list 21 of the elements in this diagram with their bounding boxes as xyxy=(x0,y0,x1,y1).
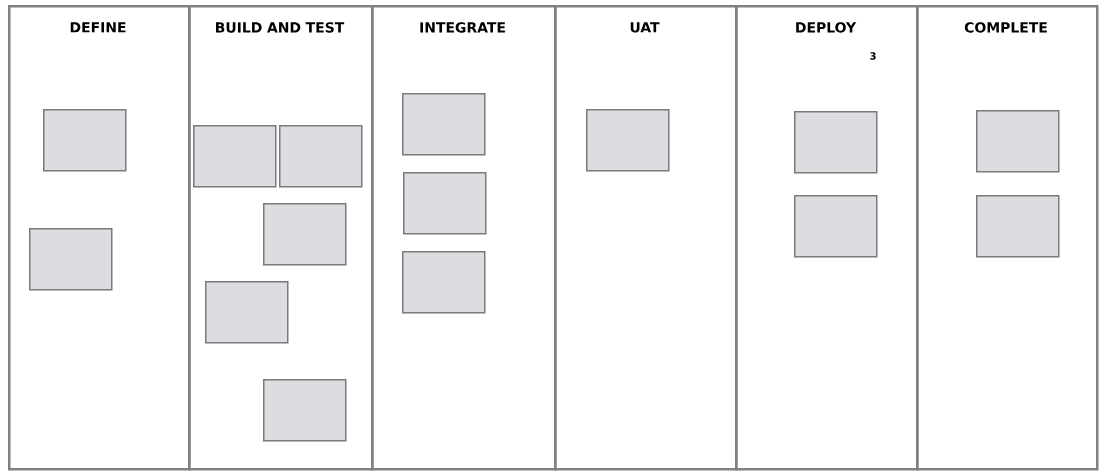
sticky-note xyxy=(263,379,347,442)
board-column: INTEGRATE xyxy=(371,5,557,471)
sticky-note xyxy=(43,109,127,172)
sticky-note xyxy=(976,110,1060,173)
sticky-note xyxy=(403,172,487,235)
sticky-note xyxy=(279,125,363,188)
board-column: UAT xyxy=(554,5,738,471)
sticky-note xyxy=(586,109,670,172)
sticky-note xyxy=(794,111,878,174)
sticky-note xyxy=(205,281,289,344)
sticky-note xyxy=(29,228,113,291)
wip-limit: 3 xyxy=(870,52,876,60)
sticky-note xyxy=(402,251,486,314)
board-column: COMPLETE xyxy=(916,5,1099,471)
sticky-note xyxy=(794,195,878,258)
sticky-note xyxy=(263,203,347,266)
board-column: DEFINE xyxy=(8,5,191,471)
sticky-note xyxy=(402,93,486,156)
board-column: BUILD AND TEST xyxy=(188,5,374,471)
sticky-note xyxy=(193,125,277,188)
sticky-note xyxy=(976,195,1060,258)
